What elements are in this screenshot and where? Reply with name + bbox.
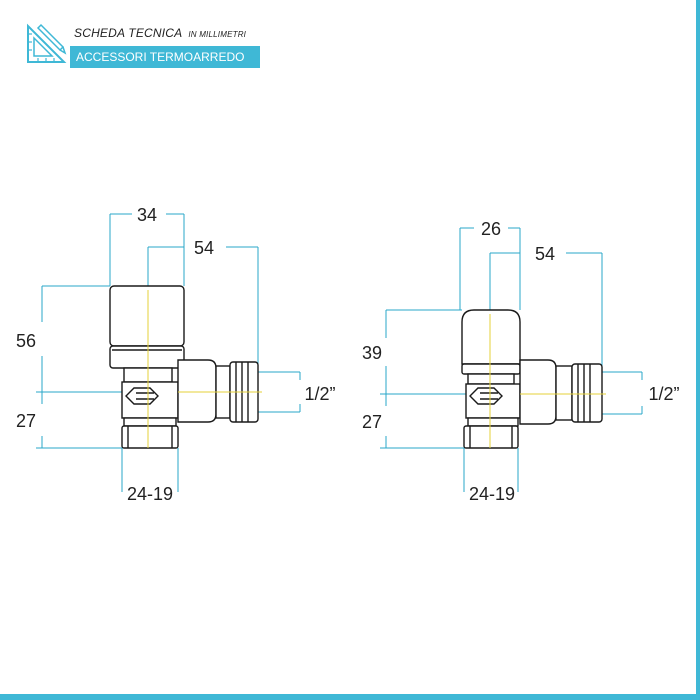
- right-dim-height-lower: 27: [362, 412, 382, 432]
- header-badge: ACCESSORI TERMOARREDO: [70, 46, 260, 68]
- left-dim-bottom: 24-19: [127, 484, 173, 504]
- left-center-lines: [147, 290, 262, 448]
- left-dim-thread: 1/2”: [304, 384, 335, 404]
- header-title: Scheda Tecnica in millimetri: [74, 26, 246, 40]
- right-dim-thread: 1/2”: [648, 384, 679, 404]
- header-subtitle: in millimetri: [188, 30, 247, 39]
- left-valve-body: [109, 285, 259, 449]
- left-dim-height-lower: 27: [16, 411, 36, 431]
- left-dimension-lines: [36, 213, 301, 492]
- right-valve-body: [461, 309, 603, 449]
- right-dimension-lines: [380, 227, 643, 492]
- accent-bar-right: [696, 0, 700, 700]
- left-dim-offset: 54: [194, 238, 214, 258]
- right-dim-height-upper: 39: [362, 343, 382, 363]
- right-dim-offset: 54: [535, 244, 555, 264]
- header-title-text: Scheda Tecnica: [74, 26, 183, 40]
- right-center-lines: [489, 314, 606, 448]
- ruler-pencil-icon: [27, 23, 67, 63]
- right-dim-width-top: 26: [481, 219, 501, 239]
- left-dim-height-upper: 56: [16, 331, 36, 351]
- left-valve: 34 54 56 27 1/2” 24-19: [16, 205, 336, 504]
- left-dim-width-top: 34: [137, 205, 157, 225]
- right-dim-bottom: 24-19: [469, 484, 515, 504]
- right-valve: 26 54 39 27 1/2” 24-19: [362, 219, 680, 504]
- accent-bar-bottom: [0, 694, 700, 700]
